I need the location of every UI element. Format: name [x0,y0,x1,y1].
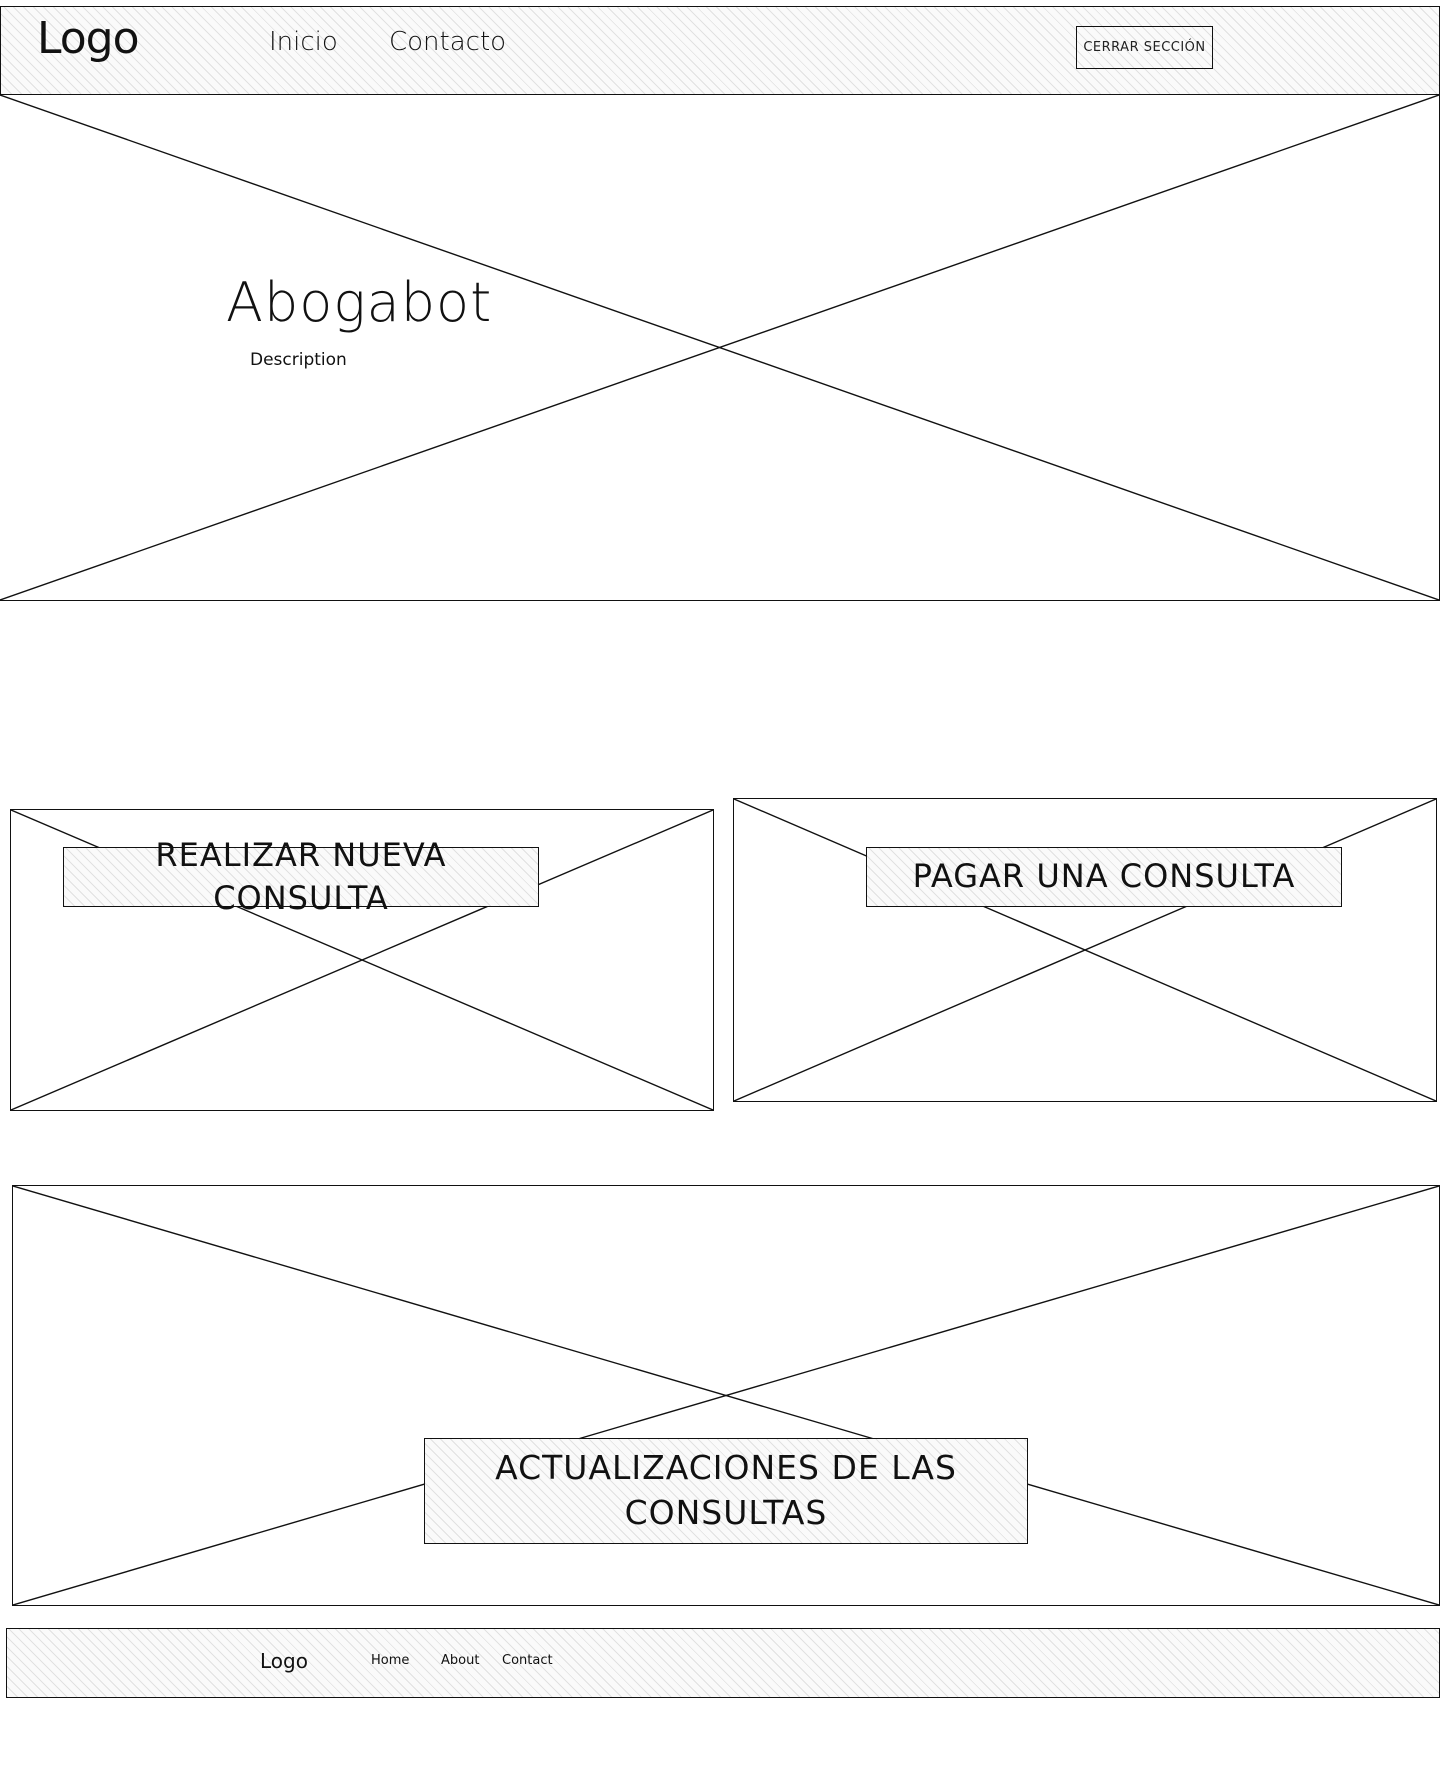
hero-title: Abogabot [226,271,493,334]
new-consult-button[interactable]: REALIZAR NUEVA CONSULTA [63,836,539,917]
footer-link-home[interactable]: Home [371,1653,410,1668]
hero-description: Description [250,350,347,370]
nav-link-inicio[interactable]: Inicio [269,27,338,57]
nav-link-contacto[interactable]: Contacto [389,27,507,57]
placeholder-cross-icon [0,95,1439,600]
new-consult-card[interactable]: REALIZAR NUEVA CONSULTA [10,809,714,1111]
footer-link-contact[interactable]: Contact [502,1653,553,1668]
header-logo[interactable]: Logo [37,13,140,64]
logout-button[interactable]: CERRAR SECCIÓN [1076,26,1213,69]
footer-link-about[interactable]: About [441,1653,480,1668]
pay-consult-card[interactable]: PAGAR UNA CONSULTA [733,798,1437,1102]
hero-image-placeholder: Abogabot Description [0,95,1440,601]
consult-updates-card[interactable]: ACTUALIZACIONES DE LAS CONSULTAS [12,1185,1440,1606]
consult-updates-button[interactable]: ACTUALIZACIONES DE LAS CONSULTAS [424,1438,1028,1544]
placeholder-cross-icon [734,799,1436,1101]
footer-logo[interactable]: Logo [260,1649,308,1673]
pay-consult-button[interactable]: PAGAR UNA CONSULTA [866,847,1342,907]
footer-bar: Logo Home About Contact [6,1628,1440,1698]
top-navbar: Logo Inicio Contacto CERRAR SECCIÓN [0,6,1440,95]
